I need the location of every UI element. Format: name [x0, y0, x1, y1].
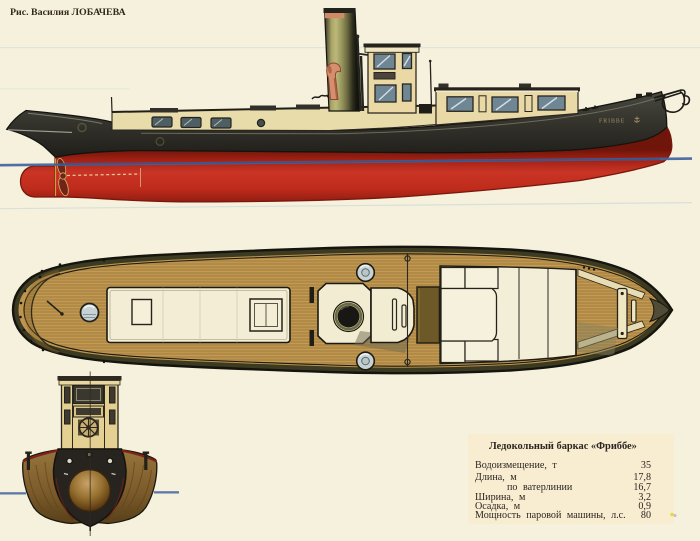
svg-text:FRIBBE: FRIBBE — [599, 119, 625, 125]
